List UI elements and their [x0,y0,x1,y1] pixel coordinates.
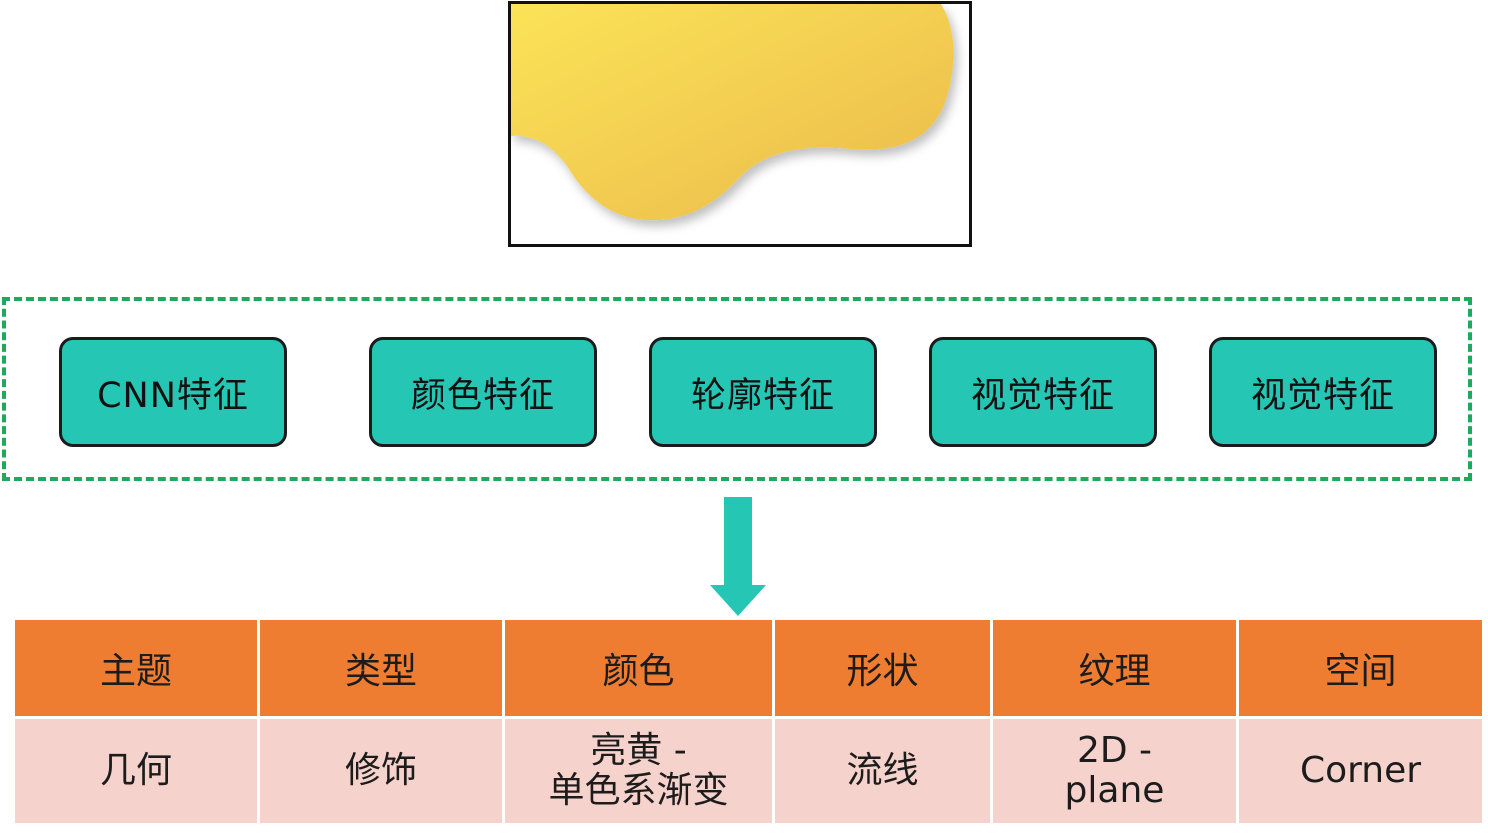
header-shape: 形状 [772,617,993,719]
feature-box-visual-2: 视觉特征 [1209,337,1437,447]
feature-group-dashed-box [2,297,1472,481]
feature-box-cnn: CNN特征 [59,337,287,447]
cell-shape: 流线 [772,716,993,826]
cell-color: 亮黄 - 单色系渐变 [502,716,775,826]
header-theme: 主题 [12,617,260,719]
header-texture: 纹理 [990,617,1239,719]
cell-space: Corner [1236,716,1485,826]
down-arrow-icon [710,497,766,616]
cell-texture: 2D - plane [990,716,1239,826]
feature-box-contour: 轮廓特征 [649,337,877,447]
header-space: 空间 [1236,617,1485,719]
feature-box-color: 颜色特征 [369,337,597,447]
header-color: 颜色 [502,617,775,719]
table-header-row: 主题 类型 颜色 形状 纹理 空间 [12,617,1485,719]
attribute-table: 主题 类型 颜色 形状 纹理 空间 几何 修饰 亮黄 - 单色系渐变 流线 2D… [12,617,1485,826]
feature-box-visual-1: 视觉特征 [929,337,1157,447]
cell-theme: 几何 [12,716,260,826]
cell-type: 修饰 [257,716,505,826]
header-type: 类型 [257,617,505,719]
yellow-blob-shape [511,4,954,221]
table-row: 几何 修饰 亮黄 - 单色系渐变 流线 2D - plane Corner [12,716,1485,826]
sample-image-frame [508,1,972,247]
